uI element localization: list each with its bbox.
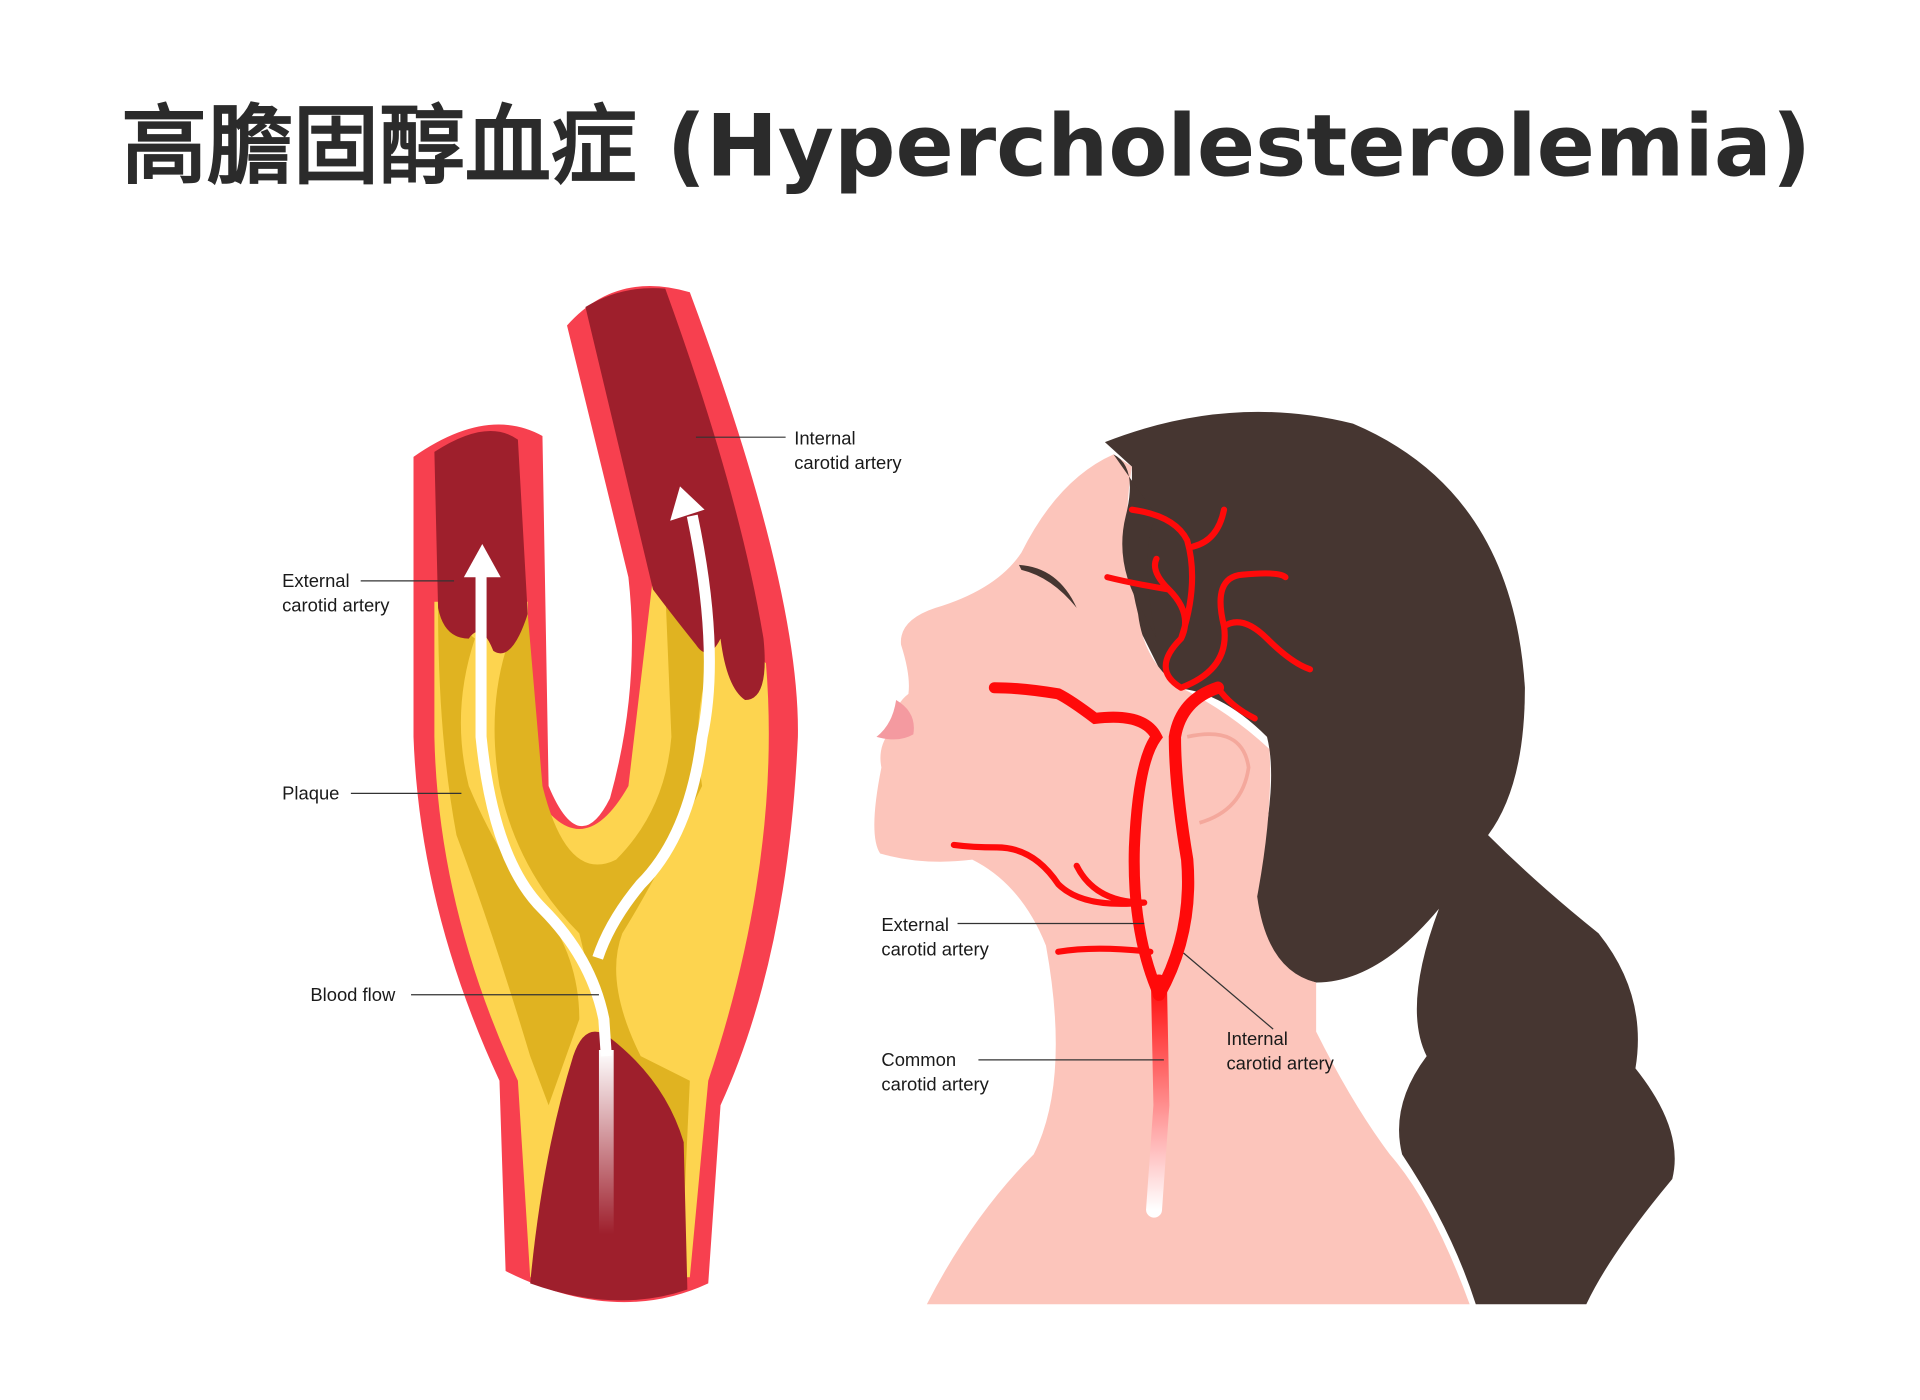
label-plaque: Plaque [282,782,339,803]
closed-eye [1018,564,1077,608]
head-label-internal-line2: carotid artery [1226,1053,1334,1074]
label-blood-flow: Blood flow [310,984,396,1005]
face-and-neck [874,454,1470,1305]
blood-internal [585,288,765,700]
blood-flow-fade [598,1050,614,1235]
lips [876,700,914,740]
label-internal-line2: carotid artery [794,452,902,473]
page-title: 高膽固醇血症 (Hypercholesterolemia) [121,97,1811,197]
label-external-line1: External [282,570,350,591]
arrow-up-icon [670,486,705,521]
head-label-internal-line1: Internal [1226,1028,1287,1049]
head-label-external-line2: carotid artery [881,938,989,959]
scalp-branches [1104,506,1314,722]
blood-external [434,430,528,654]
hair-front [1113,454,1157,639]
plaque-dark [438,589,715,1216]
head-label-common-line1: Common [881,1049,956,1070]
external-carotid [988,682,1165,1001]
common-carotid [1146,974,1170,1218]
head-label-external-line1: External [881,914,949,935]
head-label-common-line2: carotid artery [881,1074,989,1095]
blood-flow-arrow-path [475,514,715,1057]
hair [1104,411,1675,1305]
internal-carotid [1152,681,1225,1001]
arrow-up-icon [463,544,501,578]
head-profile [874,411,1675,1305]
head-labels: External carotid artery Internal carotid… [881,914,1334,1095]
ear [1186,732,1251,825]
head-arteries [950,506,1314,1218]
label-internal-line1: Internal [794,428,855,449]
label-external-line2: carotid artery [282,595,390,616]
neck-branches [950,841,1154,955]
artery-labels: Internal carotid artery External carotid… [282,428,902,1005]
carotid-bifurcation-diagram [413,285,798,1303]
